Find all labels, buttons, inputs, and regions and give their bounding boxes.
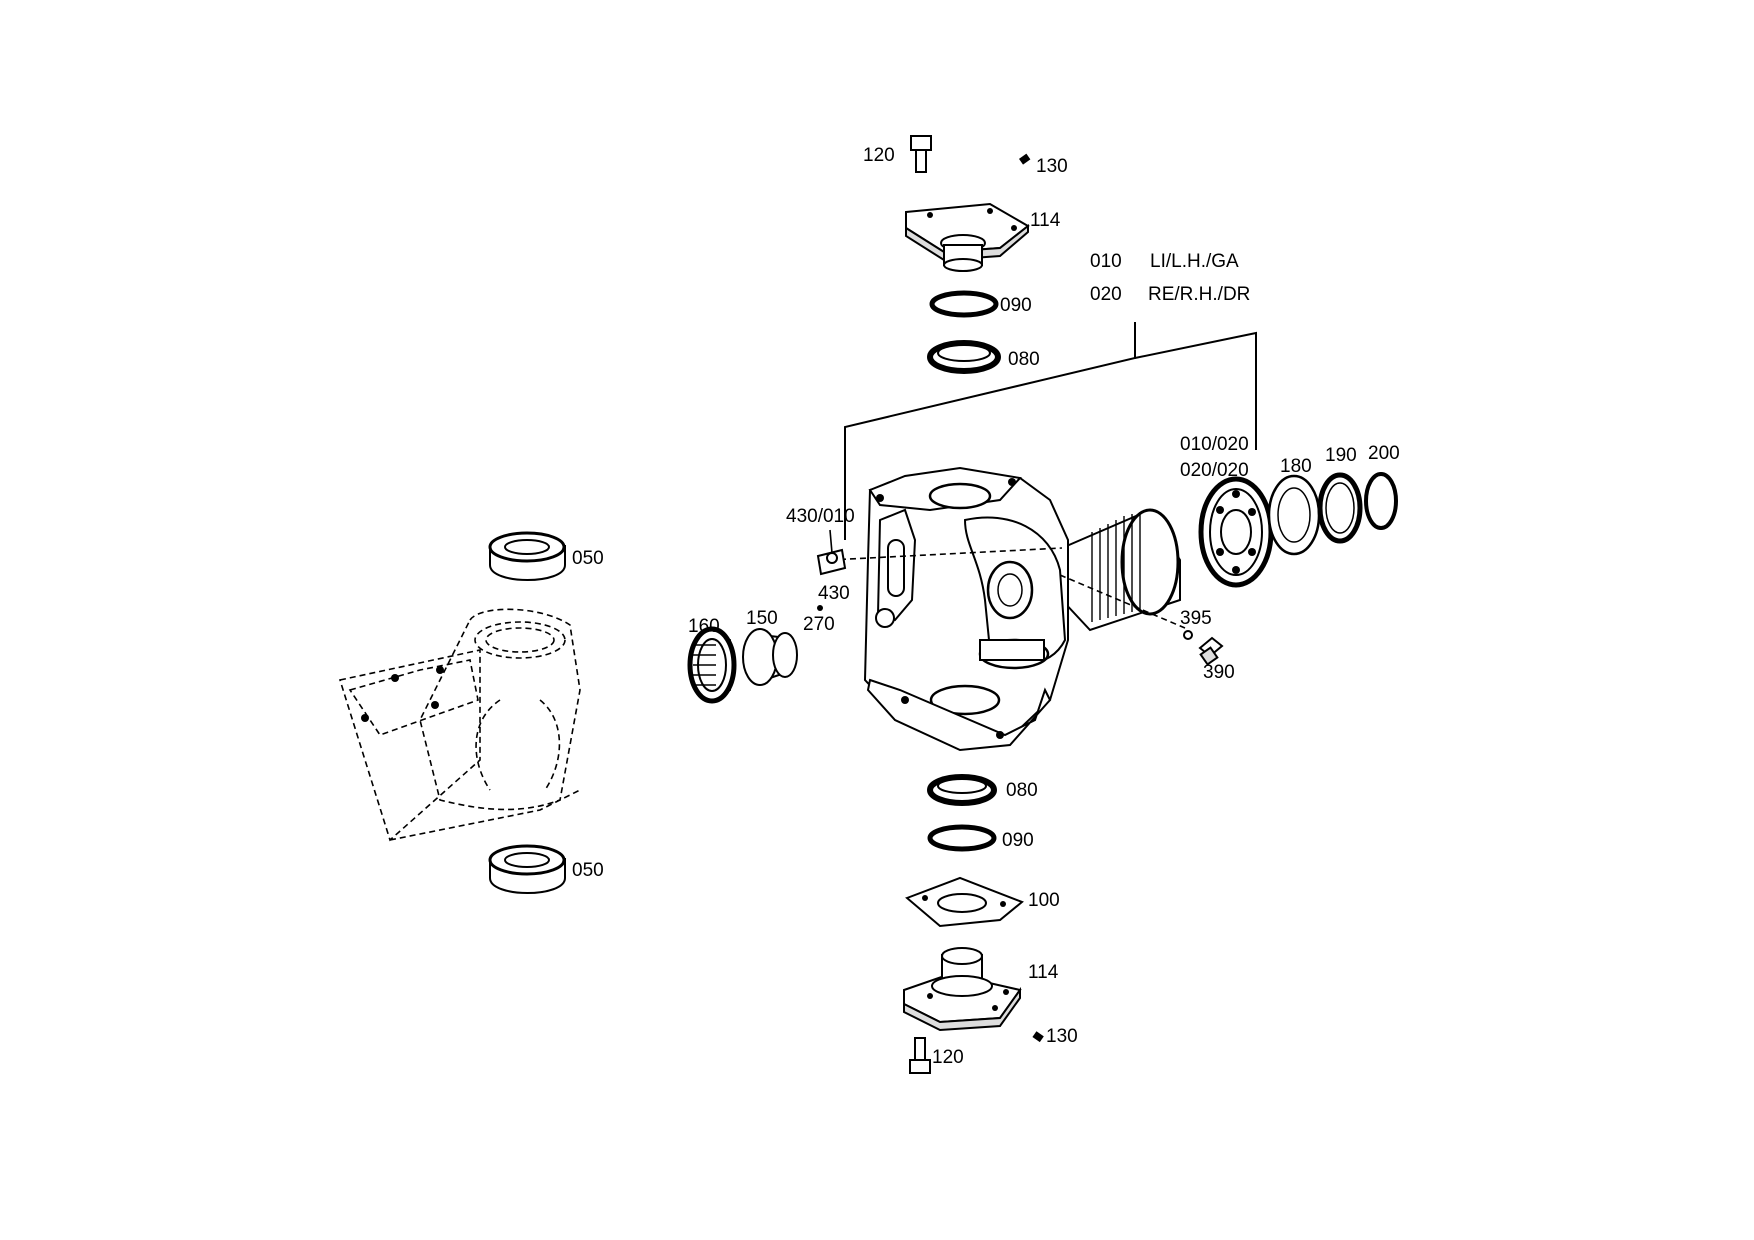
axle-housing-dashed — [338, 608, 581, 842]
variant-table: 010 LI/L.H./GA 020 RE/R.H./DR — [1090, 251, 1250, 305]
axis-line — [829, 547, 1063, 561]
steering-knuckle-housing — [863, 466, 1181, 752]
ball-270 — [817, 605, 823, 611]
callout-114-bottom: 114 — [1028, 962, 1059, 983]
o-ring-090-bottom — [927, 824, 997, 852]
callout-090-top: 090 — [1000, 295, 1032, 316]
callout-430-010: 430/010 — [786, 506, 855, 527]
callout-430: 430 — [818, 583, 850, 604]
washer-130-bottom — [1032, 1031, 1044, 1043]
ring-190 — [1317, 472, 1363, 544]
callout-160: 160 — [688, 616, 720, 637]
callout-100: 100 — [1028, 890, 1060, 911]
callout-080-bottom: 080 — [1006, 780, 1038, 801]
bolt-120-bottom — [909, 1037, 931, 1074]
bearing-050-bottom — [488, 844, 566, 894]
callout-050-bottom: 050 — [572, 860, 604, 881]
callout-130-bottom: 130 — [1046, 1026, 1078, 1047]
callout-010-020: 010/020 — [1180, 434, 1249, 455]
callout-020-020: 020/020 — [1180, 460, 1249, 481]
callout-390: 390 — [1203, 662, 1235, 683]
callout-190: 190 — [1325, 445, 1357, 466]
washer-130-top — [1019, 153, 1031, 165]
callout-180: 180 — [1280, 456, 1312, 477]
callout-200: 200 — [1368, 443, 1400, 464]
bearing-080-bottom — [927, 774, 997, 806]
axis-line-2 — [1059, 574, 1186, 629]
o-ring-090-top — [929, 290, 999, 318]
ring-190-inner — [1325, 482, 1355, 534]
callout-150: 150 — [746, 608, 778, 629]
callout-270: 270 — [803, 614, 835, 635]
variant-bracket — [844, 322, 1257, 540]
bushing-160 — [687, 626, 737, 704]
plug-390 — [1198, 636, 1224, 666]
callout-080-top: 080 — [1008, 349, 1040, 370]
callout-395: 395 — [1180, 608, 1212, 629]
callout-050-top: 050 — [572, 548, 604, 569]
bolt-120-top — [910, 135, 932, 173]
callout-120-top: 120 — [863, 145, 895, 166]
sleeve-150 — [742, 628, 798, 686]
block-430-010 — [816, 529, 847, 576]
variant-desc-010: LI/L.H./GA — [1150, 251, 1239, 272]
bearing-050-top — [488, 531, 566, 581]
gasket-100 — [905, 876, 1024, 928]
bearing-080-top — [927, 340, 1001, 374]
callout-130-top: 130 — [1036, 156, 1068, 177]
variant-code-010: 010 — [1090, 251, 1122, 272]
variant-code-020: 020 — [1090, 284, 1122, 305]
disc-180-inner — [1277, 487, 1311, 543]
washer-395 — [1183, 630, 1193, 640]
cover-114-top — [905, 202, 1030, 272]
callout-114-top: 114 — [1030, 210, 1061, 231]
variant-desc-020: RE/R.H./DR — [1148, 284, 1250, 305]
callout-120-bottom: 120 — [932, 1047, 964, 1068]
callout-090-bottom: 090 — [1002, 830, 1034, 851]
cover-114-bottom — [903, 947, 1022, 1032]
flange-010-020 — [1198, 476, 1274, 588]
circlip-200 — [1364, 472, 1398, 530]
